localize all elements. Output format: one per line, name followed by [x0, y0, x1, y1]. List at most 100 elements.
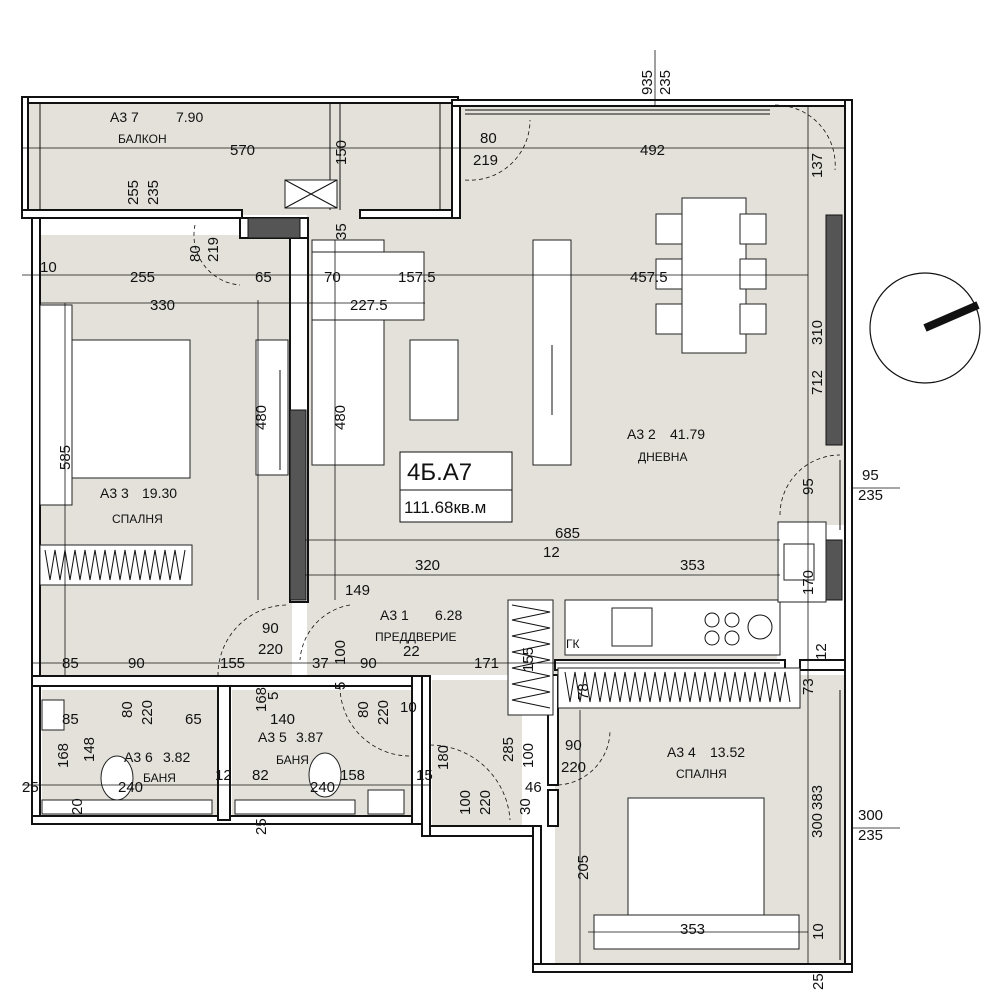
room-hall-name: ПРЕДДВЕРИЕ — [375, 630, 457, 644]
dim-label: 220 — [139, 700, 156, 725]
room-bedroom1-area: 19.30 — [142, 485, 177, 501]
dim-label: 585 — [57, 445, 74, 470]
dim-label: 220 — [477, 790, 494, 815]
dim-label: 219 — [205, 237, 222, 262]
dimension-labels: 570 80 219 492 10 255 65 70 157.5 457.5 … — [22, 130, 883, 938]
dim-label: 148 — [81, 737, 98, 762]
dim-label: 570 — [230, 142, 255, 159]
dim-label: 22 — [403, 643, 420, 660]
dim-label: 320 — [415, 557, 440, 574]
dim-label: 12 — [813, 643, 830, 660]
apartment-label: 4Б.А7 111.68кв.м — [399, 451, 513, 523]
dim-label: 10 — [40, 259, 57, 276]
dim-label: 10 — [810, 923, 827, 940]
dim-label: 10 — [400, 699, 417, 716]
dim-label: 150 — [333, 140, 350, 165]
dim-label: 90 — [360, 655, 377, 672]
room-balcony-area: 7.90 — [176, 109, 203, 125]
dim-label: 100 — [520, 743, 537, 768]
room-bath1-code: А3 6 — [124, 749, 153, 765]
dim-label: 235 — [657, 70, 674, 95]
dim-label: 149 — [345, 582, 370, 599]
room-bath1-area: 3.82 — [163, 749, 190, 765]
dim-label: 168 — [253, 687, 270, 712]
dim-label: 100 — [457, 790, 474, 815]
dim-label: 35 — [333, 223, 350, 240]
dim-label: 220 — [561, 759, 586, 776]
dim-label: 220 — [375, 700, 392, 725]
dim-label: 12 — [215, 767, 232, 784]
room-bath2-code: А3 5 — [258, 729, 287, 745]
dim-label: 90 — [565, 737, 582, 754]
kitchen-gk-label: ГК — [566, 637, 580, 651]
dim-label: 25 — [253, 818, 270, 835]
dim-label: 492 — [640, 142, 665, 159]
dim-label: 37 — [312, 655, 329, 672]
room-hall-area: 6.28 — [435, 607, 462, 623]
dim-label: 158 — [340, 767, 365, 784]
dim-label: 80 — [480, 130, 497, 147]
dim-label: 240 — [118, 779, 143, 796]
dim-label: 353 — [680, 921, 705, 938]
room-bedroom2-code: А3 4 — [667, 744, 696, 760]
dim-label: 180 — [435, 745, 452, 770]
room-bath1-name: БАНЯ — [143, 771, 176, 785]
dim-label: 480 — [332, 405, 349, 430]
room-living-area: 41.79 — [670, 426, 705, 442]
dim-label: 310 — [809, 320, 826, 345]
dim-label: 90 — [128, 655, 145, 672]
dim-label: 255 — [130, 269, 155, 286]
dim-label: 170 — [800, 570, 817, 595]
dim-label: 155 — [220, 655, 245, 672]
room-balcony-code: А3 7 — [110, 109, 139, 125]
dim-label: 227.5 — [350, 297, 388, 314]
dim-label: 82 — [252, 767, 269, 784]
dim-label: 80 — [355, 701, 372, 718]
dim-label: 80 — [187, 245, 204, 262]
dim-label: 73 — [800, 678, 817, 695]
dim-label: 168 — [55, 743, 72, 768]
dim-label: 70 — [324, 269, 341, 286]
dim-label: 685 — [555, 525, 580, 542]
dim-label: 20 — [69, 798, 86, 815]
room-labels: А3 7 7.90 БАЛКОН А3 2 41.79 ДНЕВНА А3 3 … — [100, 109, 745, 785]
furniture — [39, 197, 827, 950]
dim-label: 140 — [270, 711, 295, 728]
dim-label: 12 — [543, 544, 560, 561]
dim-label: 100 — [332, 640, 349, 665]
dim-label: 480 — [253, 405, 270, 430]
dim-label: 25 — [22, 779, 39, 796]
dim-label: 220 — [258, 641, 283, 658]
dim-label: 235 — [145, 180, 162, 205]
dim-label: 78 — [575, 683, 592, 700]
dim-label: 90 — [262, 620, 279, 637]
dim-label: 25 — [810, 973, 827, 990]
dim-label: 95 — [800, 478, 817, 495]
dim-label: 285 — [500, 737, 517, 762]
dim-label: 300 — [809, 813, 826, 838]
dim-label: 15 — [416, 767, 433, 784]
dim-label: 80 — [119, 701, 136, 718]
apartment-area: 111.68кв.м — [404, 498, 486, 517]
dim-label: 235 — [858, 487, 883, 504]
dim-label: 30 — [517, 798, 534, 815]
dim-label: 712 — [809, 370, 826, 395]
room-bedroom1-code: А3 3 — [100, 485, 129, 501]
room-bath2-name: БАНЯ — [276, 753, 309, 767]
dim-label: 457.5 — [630, 269, 668, 286]
room-hall-code: А3 1 — [380, 607, 409, 623]
room-bath2-area: 3.87 — [296, 729, 323, 745]
dim-label: 46 — [525, 779, 542, 796]
room-living-code: А3 2 — [627, 426, 656, 442]
dim-label: 935 — [639, 70, 656, 95]
door-swings — [193, 104, 841, 821]
dim-label: 65 — [255, 269, 272, 286]
dimension-lines — [22, 50, 900, 965]
room-bedroom1-name: СПАЛНЯ — [112, 512, 163, 526]
dim-label: 85 — [62, 711, 79, 728]
room-bedroom2-name: СПАЛНЯ — [676, 767, 727, 781]
dim-label: 95 — [862, 467, 879, 484]
windows — [465, 109, 843, 960]
dim-label: 65 — [185, 711, 202, 728]
